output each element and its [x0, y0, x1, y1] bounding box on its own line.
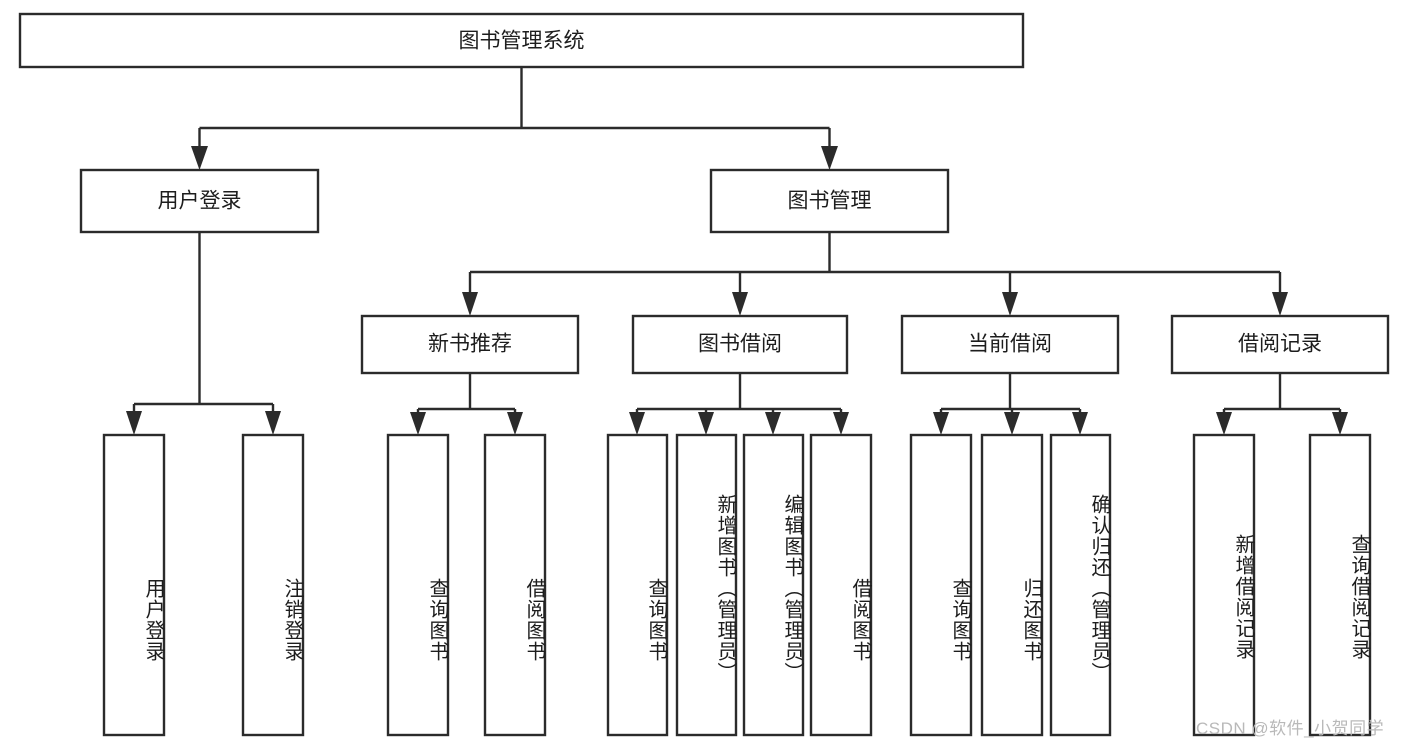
node-current-borrow-rect[interactable] — [900, 314, 1120, 375]
node-borrow-record-label: 借阅记录 — [1238, 333, 1322, 356]
node-user-login-rect[interactable] — [79, 168, 320, 234]
connector-group-current-borrow — [933, 373, 1088, 435]
connector-group-book-borrow — [629, 373, 849, 435]
node-leaf-add-borrow-record-rect[interactable] — [1192, 433, 1256, 737]
arrowhead-book-borrow — [732, 292, 748, 316]
node-book-borrow-rect[interactable] — [631, 314, 849, 375]
arrowhead-leaf-add-book-admin — [698, 412, 714, 435]
arrowhead-leaf-query-book-current — [933, 412, 949, 435]
node-current-borrow-label: 当前借阅 — [968, 333, 1052, 356]
node-borrow-record-rect[interactable] — [1170, 314, 1390, 375]
arrowhead-current-borrow — [1002, 292, 1018, 316]
node-user-login[interactable]: 用户登录 — [79, 168, 320, 234]
node-root-label: 图书管理系统 — [459, 30, 585, 53]
node-leaf-borrow-book-rect[interactable] — [809, 433, 873, 737]
connector-group-new-book-recommend — [410, 373, 523, 435]
arrowhead-leaf-user-login — [126, 411, 142, 435]
arrowhead-leaf-query-borrow-record — [1332, 412, 1348, 435]
arrowhead-leaf-borrow-book — [833, 412, 849, 435]
arrowhead-new-book-recommend — [462, 292, 478, 316]
node-borrow-record[interactable]: 借阅记录 — [1170, 314, 1390, 375]
node-leaf-query-book-rec-rect[interactable] — [386, 433, 450, 737]
arrowhead-borrow-record — [1272, 292, 1288, 316]
node-book-management[interactable]: 图书管理 — [709, 168, 950, 234]
node-new-book-recommend-label: 新书推荐 — [428, 333, 512, 356]
arrowhead-leaf-confirm-return-admin — [1072, 412, 1088, 435]
node-current-borrow[interactable]: 当前借阅 — [900, 314, 1120, 375]
node-root-rect[interactable] — [18, 12, 1025, 69]
node-root[interactable]: 图书管理系统 — [18, 12, 1025, 69]
node-book-management-rect[interactable] — [709, 168, 950, 234]
arrowhead-leaf-borrow-book-rec — [507, 412, 523, 435]
node-book-borrow-label: 图书借阅 — [698, 333, 782, 356]
node-leaf-user-login-rect[interactable] — [102, 433, 166, 737]
node-leaf-query-borrow-record-rect[interactable] — [1308, 433, 1372, 737]
node-leaf-confirm-return-admin-rect[interactable] — [1049, 433, 1112, 737]
arrowhead-book-management — [821, 146, 838, 170]
connector-group-user-login — [126, 232, 281, 435]
node-leaf-edit-book-admin-rect[interactable] — [742, 433, 805, 737]
arrowhead-user-login — [191, 146, 208, 170]
connector-group-root — [191, 67, 838, 170]
node-leaf-return-book-rect[interactable] — [980, 433, 1044, 737]
node-new-book-recommend[interactable]: 新书推荐 — [360, 314, 580, 375]
arrowhead-leaf-return-book — [1004, 412, 1020, 435]
arrowhead-leaf-query-book-borrow — [629, 412, 645, 435]
node-leaf-query-book-borrow-rect[interactable] — [606, 433, 669, 737]
node-book-borrow[interactable]: 图书借阅 — [631, 314, 849, 375]
node-leaf-logout-login-rect[interactable] — [241, 433, 305, 737]
node-new-book-recommend-rect[interactable] — [360, 314, 580, 375]
node-leaf-borrow-book-rec-rect[interactable] — [483, 433, 547, 737]
node-user-login-label: 用户登录 — [158, 190, 242, 213]
arrowhead-leaf-edit-book-admin — [765, 412, 781, 435]
arrowhead-leaf-query-book-rec — [410, 412, 426, 435]
connector-group-book-management — [462, 232, 1288, 316]
node-leaf-add-book-admin-rect[interactable] — [675, 433, 738, 737]
arrowhead-leaf-logout-login — [265, 411, 281, 435]
connector-group-borrow-record — [1216, 373, 1348, 435]
node-leaf-query-book-current-rect[interactable] — [909, 433, 973, 737]
arrowhead-leaf-add-borrow-record — [1216, 412, 1232, 435]
csdn-watermark: CSDN @软件_小贺同学 — [1196, 719, 1385, 738]
node-book-management-label: 图书管理 — [788, 190, 872, 213]
